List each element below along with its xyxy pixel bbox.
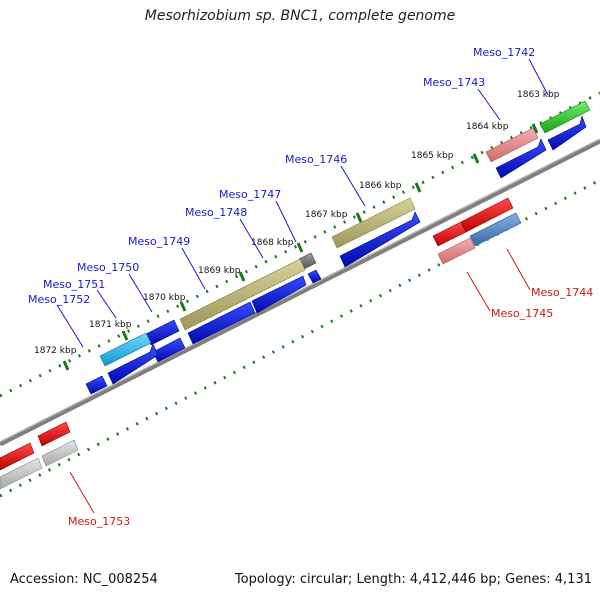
gene-label-meso-1744[interactable]: Meso_1744 bbox=[531, 286, 593, 299]
gene-feature-meso-1746[interactable] bbox=[331, 197, 416, 249]
major-ticks bbox=[62, 123, 539, 371]
gene-label-meso-1743[interactable]: Meso_1743 bbox=[423, 76, 485, 89]
gene-label-meso-1749[interactable]: Meso_1749 bbox=[128, 235, 190, 248]
gene-label-meso-1752[interactable]: Meso_1752 bbox=[28, 293, 90, 306]
kbp-label-1863: 1863 kbp bbox=[517, 90, 560, 100]
kbp-label-1870: 1870 kbp bbox=[143, 293, 186, 303]
gene-feature-inner-1[interactable] bbox=[547, 114, 587, 151]
genome-backbone-highlight bbox=[0, 138, 600, 443]
kbp-label-1872: 1872 kbp bbox=[34, 346, 77, 356]
kbp-label-1865: 1865 kbp bbox=[411, 151, 454, 161]
kbp-label-1867: 1867 kbp bbox=[305, 210, 348, 220]
gene-feature-inner-8[interactable] bbox=[107, 343, 159, 385]
kbp-label-1871: 1871 kbp bbox=[89, 320, 132, 330]
kbp-label-1869: 1869 kbp bbox=[198, 266, 241, 276]
gene-feature-red-left[interactable] bbox=[0, 442, 35, 471]
gene-feature-meso-1745[interactable] bbox=[437, 237, 476, 265]
forward-strand-features bbox=[85, 100, 591, 395]
gene-feature-meso-1752[interactable] bbox=[85, 375, 108, 395]
genome-backbone bbox=[0, 138, 600, 447]
gene-feature-inner-2[interactable] bbox=[495, 138, 547, 179]
gene-label-meso-1753[interactable]: Meso_1753 bbox=[68, 515, 130, 528]
gene-feature-inner-6[interactable] bbox=[187, 301, 256, 345]
accession-text: Accession: NC_008254 bbox=[10, 572, 158, 587]
kbp-label-1868: 1868 kbp bbox=[251, 238, 294, 248]
gene-label-meso-1742[interactable]: Meso_1742 bbox=[473, 46, 535, 59]
kbp-label-1866: 1866 kbp bbox=[359, 181, 402, 191]
gene-label-meso-1747[interactable]: Meso_1747 bbox=[219, 188, 281, 201]
gene-feature-meso-1748[interactable] bbox=[179, 258, 306, 331]
gene-label-meso-1748[interactable]: Meso_1748 bbox=[185, 206, 247, 219]
gene-feature-inner-7[interactable] bbox=[152, 337, 186, 363]
page-title: Mesorhizobium sp. BNC1, complete genome bbox=[144, 8, 456, 24]
gene-feature-gray-1[interactable] bbox=[41, 439, 79, 467]
gene-feature-red-2[interactable] bbox=[460, 197, 514, 233]
gene-feature-meso-1742[interactable] bbox=[539, 100, 591, 134]
gene-label-meso-1746[interactable]: Meso_1746 bbox=[285, 153, 347, 166]
gene-label-meso-1745[interactable]: Meso_1745 bbox=[491, 307, 553, 320]
gene-feature-meso-1753[interactable] bbox=[37, 421, 71, 447]
leader-lines bbox=[56, 58, 549, 514]
topology-text: Topology: circular; Length: 4,412,446 bp… bbox=[234, 572, 592, 587]
gene-feature-inner-5[interactable] bbox=[251, 275, 307, 314]
gene-feature-meso-1751[interactable] bbox=[99, 332, 152, 367]
gene-feature-inner-4[interactable] bbox=[307, 269, 322, 284]
reverse-strand-features bbox=[0, 197, 522, 490]
gene-feature-meso-1744[interactable] bbox=[469, 212, 522, 247]
gene-feature-meso-1743[interactable] bbox=[485, 127, 539, 163]
gene-label-meso-1750[interactable]: Meso_1750 bbox=[77, 261, 139, 274]
gene-label-meso-1751[interactable]: Meso_1751 bbox=[43, 278, 105, 291]
kbp-label-1864: 1864 kbp bbox=[466, 122, 509, 132]
gene-feature-inner-3[interactable] bbox=[339, 211, 421, 268]
gene-feature-gray-2[interactable] bbox=[0, 457, 43, 490]
